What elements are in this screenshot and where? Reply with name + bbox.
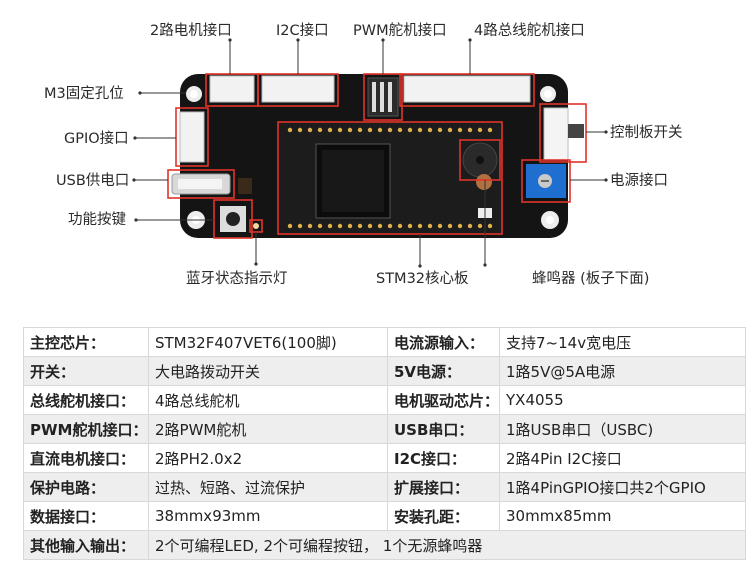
label-core-board: STM32核心板: [376, 271, 469, 287]
bus-servo-connector: [403, 75, 531, 103]
spec-value: 2路PH2.0x2: [148, 443, 388, 473]
spec-value: 1路4PinGPIO接口共2个GPIO: [499, 472, 746, 502]
spec-key: 扩展接口：: [386, 472, 501, 502]
spec-value: 1路USB串口（USBC): [499, 414, 746, 444]
spec-key: PWM舵机接口：: [23, 414, 149, 444]
i2c-connector: [261, 75, 335, 103]
label-control-switch: 控制板开关: [610, 125, 683, 141]
core-callout: [277, 121, 503, 235]
spec-value: 2路4Pin I2C接口: [499, 443, 746, 473]
spec-value: 过热、短路、过流保护: [148, 472, 388, 502]
buzzer-callout: [459, 139, 501, 181]
spec-value: 支持7~14v宽电压: [499, 327, 746, 357]
label-usb-power: USB供电口: [56, 173, 130, 189]
spec-key: I2C接口：: [386, 443, 501, 473]
label-function-key: 功能按键: [68, 212, 126, 228]
gpio-connector: [179, 111, 205, 163]
label-m3-hole: M3固定孔位: [44, 86, 124, 102]
spec-key: 数据接口：: [23, 501, 149, 531]
label-i2c-port: I2C接口: [276, 23, 329, 39]
spec-key: 开关：: [23, 356, 149, 386]
label-bus-servo-port: 4路总线舵机接口: [474, 23, 585, 39]
table-row: PWM舵机接口： 2路PWM舵机 USB串口： 1路USB串口（USBC): [23, 414, 746, 444]
table-row: 其他输入输出： 2个可编程LED, 2个可编程按钮， 1个无源蜂鸣器: [23, 530, 746, 560]
spec-key: 保护电路：: [23, 472, 149, 502]
spec-value: 1路5V@5A电源: [499, 356, 746, 386]
spec-key: 主控芯片：: [23, 327, 149, 357]
gpio-callout: [175, 107, 209, 167]
label-pwm-port: PWM舵机接口: [353, 23, 447, 39]
motor-connector: [209, 75, 255, 103]
spec-key: 5V电源：: [386, 356, 501, 386]
table-row: 保护电路： 过热、短路、过流保护 扩展接口： 1路4PinGPIO接口共2个GP…: [23, 472, 746, 502]
bus-callout: [399, 73, 535, 107]
label-motor-port: 2路电机接口: [150, 23, 232, 39]
usb-callout: [167, 169, 235, 199]
label-gpio-port: GPIO接口: [64, 131, 129, 147]
label-power-port: 电源接口: [610, 173, 668, 189]
label-buzzer: 蜂鸣器 (板子下面): [532, 271, 650, 287]
board-illustration: [132, 38, 608, 268]
spec-key: USB串口：: [386, 414, 501, 444]
spec-value: YX4055: [499, 385, 746, 415]
spec-key: 电机驱动芯片：: [386, 385, 501, 415]
spec-value: 2路PWM舵机: [148, 414, 388, 444]
spec-value: STM32F407VET6(100脚): [148, 327, 388, 357]
switch-callout: [539, 103, 587, 163]
spec-value: 2个可编程LED, 2个可编程按钮， 1个无源蜂鸣器: [148, 530, 746, 560]
key-callout: [213, 199, 253, 239]
power-switch: [543, 107, 569, 161]
spec-key: 电流源输入：: [386, 327, 501, 357]
table-row: 直流电机接口： 2路PH2.0x2 I2C接口： 2路4Pin I2C接口: [23, 443, 746, 473]
spec-value: 大电路拨动开关: [148, 356, 388, 386]
spec-key: 安装孔距：: [386, 501, 501, 531]
table-row: 数据接口： 38mmx93mm 安装孔距： 30mmx85mm: [23, 501, 746, 531]
label-bt-led: 蓝牙状态指示灯: [186, 271, 288, 287]
spec-value: 4路总线舵机: [148, 385, 388, 415]
spec-key: 其他输入输出：: [23, 530, 149, 560]
mount-hole: [186, 86, 559, 229]
table-row: 主控芯片： STM32F407VET6(100脚) 电流源输入： 支持7~14v…: [23, 327, 746, 357]
spec-value: 30mmx85mm: [499, 501, 746, 531]
spec-key: 总线舵机接口：: [23, 385, 149, 415]
table-row: 总线舵机接口： 4路总线舵机 电机驱动芯片： YX4055: [23, 385, 746, 415]
table-row: 开关： 大电路拨动开关 5V电源： 1路5V@5A电源: [23, 356, 746, 386]
terminal-callout: [521, 159, 571, 203]
spec-table: 主控芯片： STM32F407VET6(100脚) 电流源输入： 支持7~14v…: [23, 327, 746, 560]
spec-value: 38mmx93mm: [148, 501, 388, 531]
spec-key: 直流电机接口：: [23, 443, 149, 473]
